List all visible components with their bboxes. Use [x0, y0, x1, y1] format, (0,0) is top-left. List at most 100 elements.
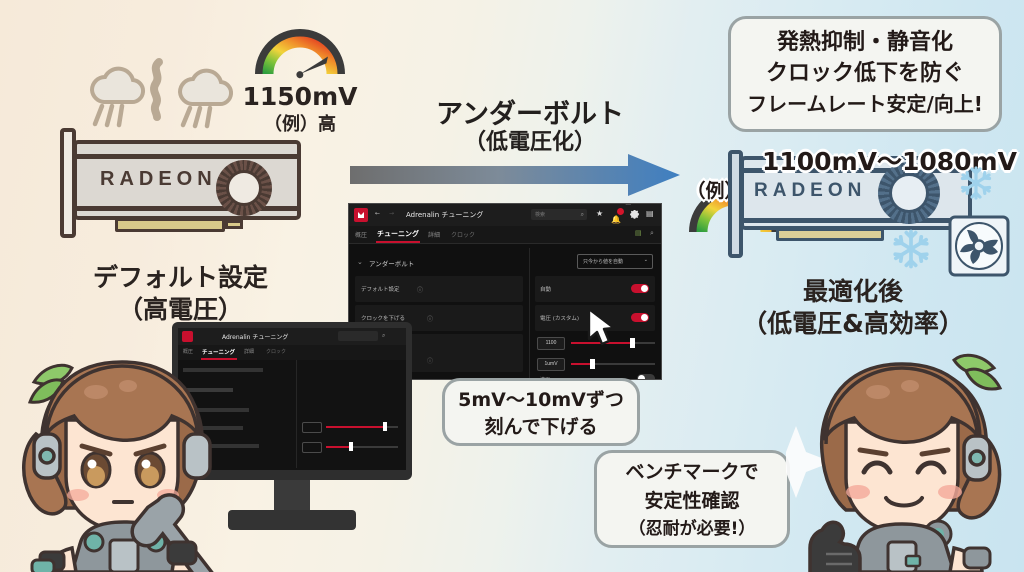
bubble-benchmark-line2: 安定性確認	[644, 490, 740, 512]
preset-button[interactable]: 只今から値を自動 ⌄	[577, 254, 653, 269]
slider-value-box[interactable]: 1umV	[537, 358, 565, 371]
hair-bangs	[822, 362, 982, 444]
toggle-switch[interactable]	[631, 313, 649, 322]
mouse-pointer-icon	[586, 307, 620, 354]
window-content[interactable]: ⌄ アンダーボルト 只今から値を自動 ⌄ デフォルト設定 ⓘ クロックを下げる …	[349, 244, 661, 379]
monitor-slider-1-fill	[326, 446, 350, 448]
bubble-benchmark: ベンチマークで 安定性確認 （忍耐が必要!）	[594, 450, 790, 548]
bubble-step-line1: 5mV〜10mVずつ	[458, 389, 624, 411]
window-tabbar[interactable]: 概圧 チューニング 詳細 クロック ▤ ⌕	[349, 226, 661, 244]
monitor-row-1	[183, 388, 233, 392]
secondary-slider[interactable]	[571, 359, 655, 369]
star-icon[interactable]: ★	[596, 209, 604, 218]
bell-icon[interactable]: 🔔	[611, 208, 624, 227]
window-titlebar[interactable]: ← → Adrenalin チューニング 検索 ⌕ ★ 🔔 ▤ — ▢ ✕	[349, 204, 661, 226]
column-divider	[529, 248, 530, 379]
monitor-slider-1-knob	[349, 442, 353, 451]
preset-button-label: 只今から値を自動	[583, 259, 624, 265]
table-row[interactable]: デフォルト設定 ⓘ	[355, 276, 523, 302]
steam-puff-left-icon	[89, 66, 146, 105]
heat-wave-icon	[150, 58, 163, 121]
tabbar-search-icon[interactable]: ⌕	[650, 229, 654, 237]
info-icon[interactable]: ⓘ	[427, 358, 434, 365]
leaf-ornament-icon	[27, 363, 74, 404]
mascot-right	[786, 330, 1024, 572]
thumbs-up-icon	[808, 520, 862, 572]
info-icon[interactable]: ⓘ	[427, 316, 434, 323]
monitor-window-titlebar: Adrenalin チューニング ⌕	[178, 328, 406, 345]
amd-logo-icon	[354, 208, 368, 222]
sparkle-icon	[786, 426, 832, 498]
gpu-stripe-top-optimized	[740, 168, 972, 173]
maximize-icon[interactable]: ▢	[625, 204, 632, 206]
row-label: デフォルト設定	[361, 287, 400, 293]
gpu-stripe-bottom-optimized	[740, 218, 972, 223]
slider-knob[interactable]	[630, 338, 635, 348]
cooling-fan-icon	[948, 215, 1010, 282]
minimize-icon[interactable]: —	[603, 204, 610, 206]
tab-tuning-underline	[376, 241, 420, 243]
section-header: アンダーボルト	[369, 260, 415, 268]
table-row[interactable]: クロックを下げる ⓘ	[355, 305, 523, 331]
row-label: クロックを下げる	[361, 316, 406, 322]
tab-tuning[interactable]: チューニング	[377, 230, 419, 238]
hair-bangs	[42, 360, 202, 442]
monitor-base	[228, 510, 356, 530]
monitor-row-0	[183, 368, 263, 372]
tabbar-display-icon[interactable]: ▤	[635, 229, 642, 237]
monitor-search-box	[338, 331, 378, 341]
gpu-card-optimized: RADEON	[728, 150, 978, 260]
tab-gaiatsu[interactable]: 概圧	[355, 232, 368, 239]
monitor-tab-underline	[201, 358, 237, 360]
slider-value-box[interactable]: 1100	[537, 337, 565, 350]
search-icon[interactable]: ⌕	[580, 211, 584, 218]
search-box[interactable]: 検索 ⌕	[531, 209, 587, 220]
gpu-pcie-connector-optimized	[776, 228, 884, 241]
tab-clock[interactable]: クロック	[451, 232, 476, 239]
slider-knob[interactable]	[590, 359, 595, 369]
toggle-switch[interactable]	[631, 284, 649, 293]
info-icon[interactable]: ⓘ	[417, 287, 424, 294]
monitor-tab-2: 詳細	[244, 349, 255, 355]
gpu-pcie-tab	[225, 220, 243, 229]
monitor-divider	[296, 360, 297, 468]
monitor-row-3	[183, 426, 243, 430]
left-caption-line2: （高電圧）	[117, 295, 243, 324]
bubble-benchmark-line3: （忍耐が必要!）	[628, 519, 756, 539]
close-icon[interactable]: ✕	[647, 204, 653, 206]
gpu-pcie-connector	[115, 218, 225, 232]
gpu-card-default: RADEON	[60, 128, 303, 238]
gauge-high	[252, 22, 348, 80]
bubble-benefits-line2: クロック低下を防ぐ	[765, 61, 964, 86]
mascot-left	[10, 330, 260, 572]
monitor-slider-0-fill	[326, 426, 384, 428]
monitor-slider-0-knob	[383, 422, 387, 431]
monitor-window-tabbar: 概圧 チューニング 詳細 クロック	[178, 345, 406, 360]
bubble-benchmark-line1: ベンチマークで	[625, 461, 759, 483]
gear-icon[interactable]	[629, 208, 640, 226]
eye-closed-right	[915, 460, 947, 475]
table-row[interactable]: 自動	[535, 276, 655, 302]
headphone-icon	[32, 364, 212, 480]
search-input[interactable]: 検索	[535, 212, 546, 218]
monitor-search-icon: ⌕	[382, 332, 386, 339]
forward-arrow-icon[interactable]: →	[389, 210, 395, 217]
monitor-row-2	[183, 408, 249, 412]
gpu-logo-text-optimized: RADEON	[754, 180, 867, 201]
window-icon[interactable]: ▤	[646, 209, 654, 218]
back-arrow-icon[interactable]: ←	[375, 210, 381, 217]
monitor-vbox-1	[302, 442, 322, 453]
adrenalin-window[interactable]: ← → Adrenalin チューニング 検索 ⌕ ★ 🔔 ▤ — ▢ ✕	[348, 203, 662, 380]
arrow-title: アンダーボルト	[436, 99, 624, 130]
eye-closed-left	[861, 460, 893, 475]
right-caption-line1: 最適化後	[802, 277, 903, 306]
monitor-stand	[274, 480, 310, 512]
tab-detail[interactable]: 詳細	[428, 232, 441, 239]
bubble-benefits-line1: 発熱抑制・静音化	[776, 30, 953, 55]
arrow-subtitle: （低電圧化）	[463, 130, 596, 155]
toggle-switch-off[interactable]	[637, 374, 655, 379]
monitor-amd-logo-icon	[182, 331, 193, 342]
monitor-screen[interactable]: Adrenalin チューニング ⌕ 概圧 チューニング 詳細 クロック	[178, 328, 406, 470]
section-collapse-icon[interactable]: ⌄	[357, 258, 363, 266]
slider-fill	[571, 363, 592, 365]
